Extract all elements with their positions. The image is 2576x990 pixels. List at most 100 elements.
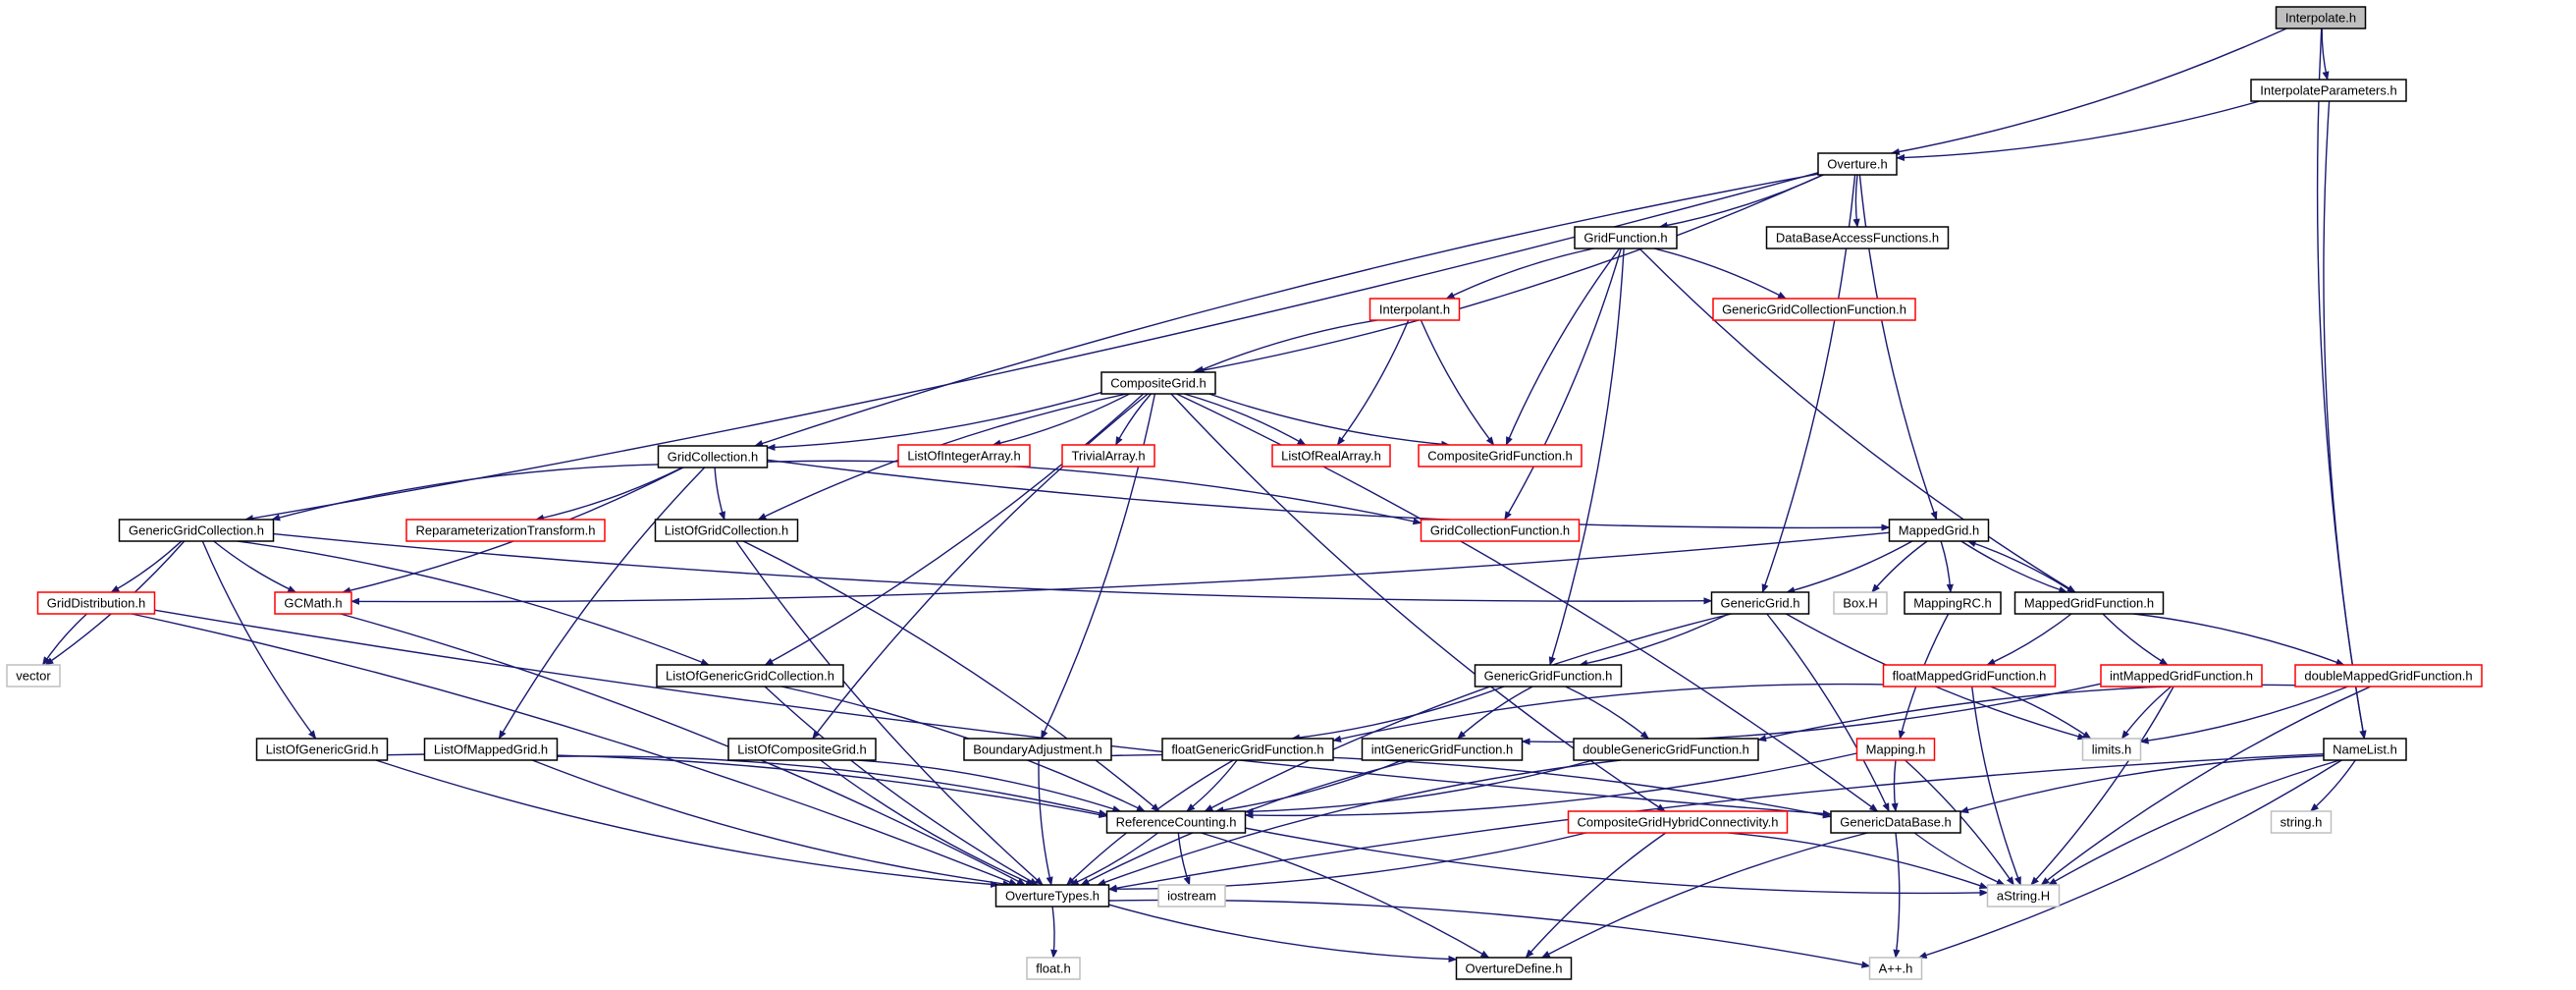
node-reference-counting[interactable]: ReferenceCounting.h bbox=[1105, 810, 1247, 834]
node-box[interactable] bbox=[1161, 738, 1334, 761]
node-box[interactable] bbox=[1271, 444, 1391, 468]
node-int-mapped-grid-function[interactable]: intMappedGridFunction.h bbox=[2100, 664, 2263, 688]
node-box[interactable] bbox=[1888, 519, 1990, 542]
node-box[interactable] bbox=[1855, 738, 1936, 761]
node-box[interactable] bbox=[1455, 957, 1573, 980]
node-box[interactable] bbox=[118, 519, 275, 542]
node-generic-grid[interactable]: GenericGrid.h bbox=[1710, 591, 1810, 615]
node-generic-data-base[interactable]: GenericDataBase.h bbox=[1830, 810, 1961, 834]
node-list-of-real-array[interactable]: ListOfRealArray.h bbox=[1271, 444, 1391, 468]
node-box[interactable] bbox=[1361, 738, 1524, 761]
node-box[interactable] bbox=[423, 738, 559, 761]
node-astring[interactable]: aString.H bbox=[1986, 884, 2061, 908]
node-box[interactable] bbox=[2270, 810, 2333, 834]
node-box[interactable] bbox=[1105, 810, 1247, 834]
node-box[interactable] bbox=[2250, 79, 2407, 102]
node-box[interactable] bbox=[1573, 738, 1759, 761]
node-list-of-generic-grid-collection[interactable]: ListOfGenericGridCollection.h bbox=[656, 664, 844, 688]
node-interpolate-parameters[interactable]: InterpolateParameters.h bbox=[2250, 79, 2407, 102]
node-overture[interactable]: Overture.h bbox=[1817, 152, 1898, 176]
node-gcmath[interactable]: GCMath.h bbox=[274, 591, 352, 615]
node-box[interactable] bbox=[654, 519, 799, 542]
node-int-generic-grid-function[interactable]: intGenericGridFunction.h bbox=[1361, 738, 1524, 761]
node-box[interactable] bbox=[36, 591, 156, 615]
node-mapping-rc[interactable]: MappingRC.h bbox=[1904, 591, 2002, 615]
node-overture-define[interactable]: OvertureDefine.h bbox=[1455, 957, 1573, 980]
node-box[interactable] bbox=[1420, 519, 1581, 542]
node-float-h[interactable]: float.h bbox=[1026, 957, 1081, 980]
node-box[interactable] bbox=[657, 445, 769, 468]
node-gg-collection-function[interactable]: GenericGridCollectionFunction.h bbox=[1712, 298, 1916, 321]
node-box[interactable] bbox=[1061, 444, 1155, 468]
node-box[interactable] bbox=[405, 519, 606, 542]
node-composite-grid-function[interactable]: CompositeGridFunction.h bbox=[1418, 444, 1583, 468]
node-box[interactable] bbox=[1026, 957, 1081, 980]
node-trivial-array[interactable]: TrivialArray.h bbox=[1061, 444, 1155, 468]
node-interpolate[interactable]: Interpolate.h bbox=[2275, 6, 2367, 29]
node-composite-grid[interactable]: CompositeGrid.h bbox=[1100, 371, 1216, 395]
node-app-h[interactable]: A++.h bbox=[1868, 957, 1923, 980]
node-box[interactable] bbox=[1567, 810, 1789, 834]
node-box[interactable] bbox=[1157, 884, 1226, 908]
node-db-access[interactable]: DataBaseAccessFunctions.h bbox=[1765, 226, 1950, 249]
node-box[interactable] bbox=[2323, 738, 2407, 761]
node-interpolant[interactable]: Interpolant.h bbox=[1368, 298, 1461, 321]
node-double-mapped-grid-function[interactable]: doubleMappedGridFunction.h bbox=[2294, 664, 2483, 688]
node-box[interactable] bbox=[255, 738, 389, 761]
node-box[interactable] bbox=[6, 664, 61, 688]
node-box[interactable] bbox=[2275, 6, 2367, 29]
node-box[interactable] bbox=[274, 591, 352, 615]
node-box[interactable] bbox=[2081, 738, 2142, 761]
node-vector[interactable]: vector bbox=[6, 664, 61, 688]
node-box[interactable] bbox=[1904, 591, 2002, 615]
node-string-h[interactable]: string.h bbox=[2270, 810, 2333, 834]
node-limits-h[interactable]: limits.h bbox=[2081, 738, 2142, 761]
node-mapped-grid-function[interactable]: MappedGridFunction.h bbox=[2013, 591, 2165, 615]
node-box[interactable] bbox=[656, 664, 844, 688]
node-grid-collection[interactable]: GridCollection.h bbox=[657, 445, 769, 468]
node-box[interactable] bbox=[1710, 591, 1810, 615]
node-box[interactable] bbox=[994, 884, 1110, 908]
node-box-h[interactable]: Box.H bbox=[1833, 591, 1888, 615]
node-iostream[interactable]: iostream bbox=[1157, 884, 1226, 908]
node-mapping-h[interactable]: Mapping.h bbox=[1855, 738, 1936, 761]
node-name-list[interactable]: NameList.h bbox=[2323, 738, 2407, 761]
node-box[interactable] bbox=[2294, 664, 2483, 688]
node-box[interactable] bbox=[1817, 152, 1898, 176]
node-grid-function[interactable]: GridFunction.h bbox=[1574, 226, 1678, 249]
node-box[interactable] bbox=[2100, 664, 2263, 688]
node-reparameterization-transform[interactable]: ReparameterizationTransform.h bbox=[405, 519, 606, 542]
node-box[interactable] bbox=[1882, 664, 2057, 688]
node-box[interactable] bbox=[1474, 664, 1623, 688]
node-mapped-grid[interactable]: MappedGrid.h bbox=[1888, 519, 1990, 542]
node-box[interactable] bbox=[1100, 371, 1216, 395]
node-grid-collection-function[interactable]: GridCollectionFunction.h bbox=[1420, 519, 1581, 542]
node-generic-grid-collection[interactable]: GenericGridCollection.h bbox=[118, 519, 275, 542]
node-list-of-composite-grid[interactable]: ListOfCompositeGrid.h bbox=[727, 738, 877, 761]
node-box[interactable] bbox=[727, 738, 877, 761]
node-float-generic-grid-function[interactable]: floatGenericGridFunction.h bbox=[1161, 738, 1334, 761]
node-list-of-mapped-grid[interactable]: ListOfMappedGrid.h bbox=[423, 738, 559, 761]
node-box[interactable] bbox=[1986, 884, 2061, 908]
node-box[interactable] bbox=[1765, 226, 1950, 249]
node-list-of-grid-collection[interactable]: ListOfGridCollection.h bbox=[654, 519, 799, 542]
node-box[interactable] bbox=[897, 444, 1031, 468]
node-float-mapped-grid-function[interactable]: floatMappedGridFunction.h bbox=[1882, 664, 2057, 688]
node-double-generic-grid-function[interactable]: doubleGenericGridFunction.h bbox=[1573, 738, 1759, 761]
node-box[interactable] bbox=[1712, 298, 1916, 321]
node-cg-hybrid-connectivity[interactable]: CompositeGridHybridConnectivity.h bbox=[1567, 810, 1789, 834]
node-list-of-generic-grid[interactable]: ListOfGenericGrid.h bbox=[255, 738, 389, 761]
node-generic-grid-function[interactable]: GenericGridFunction.h bbox=[1474, 664, 1623, 688]
node-box[interactable] bbox=[2013, 591, 2165, 615]
node-box[interactable] bbox=[1418, 444, 1583, 468]
node-box[interactable] bbox=[963, 738, 1112, 761]
node-overture-types[interactable]: OvertureTypes.h bbox=[994, 884, 1110, 908]
node-box[interactable] bbox=[1368, 298, 1461, 321]
node-box[interactable] bbox=[1833, 591, 1888, 615]
node-boundary-adjustment[interactable]: BoundaryAdjustment.h bbox=[963, 738, 1112, 761]
node-box[interactable] bbox=[1574, 226, 1678, 249]
node-box[interactable] bbox=[1830, 810, 1961, 834]
node-grid-distribution[interactable]: GridDistribution.h bbox=[36, 591, 156, 615]
node-box[interactable] bbox=[1868, 957, 1923, 980]
node-list-of-integer-array[interactable]: ListOfIntegerArray.h bbox=[897, 444, 1031, 468]
